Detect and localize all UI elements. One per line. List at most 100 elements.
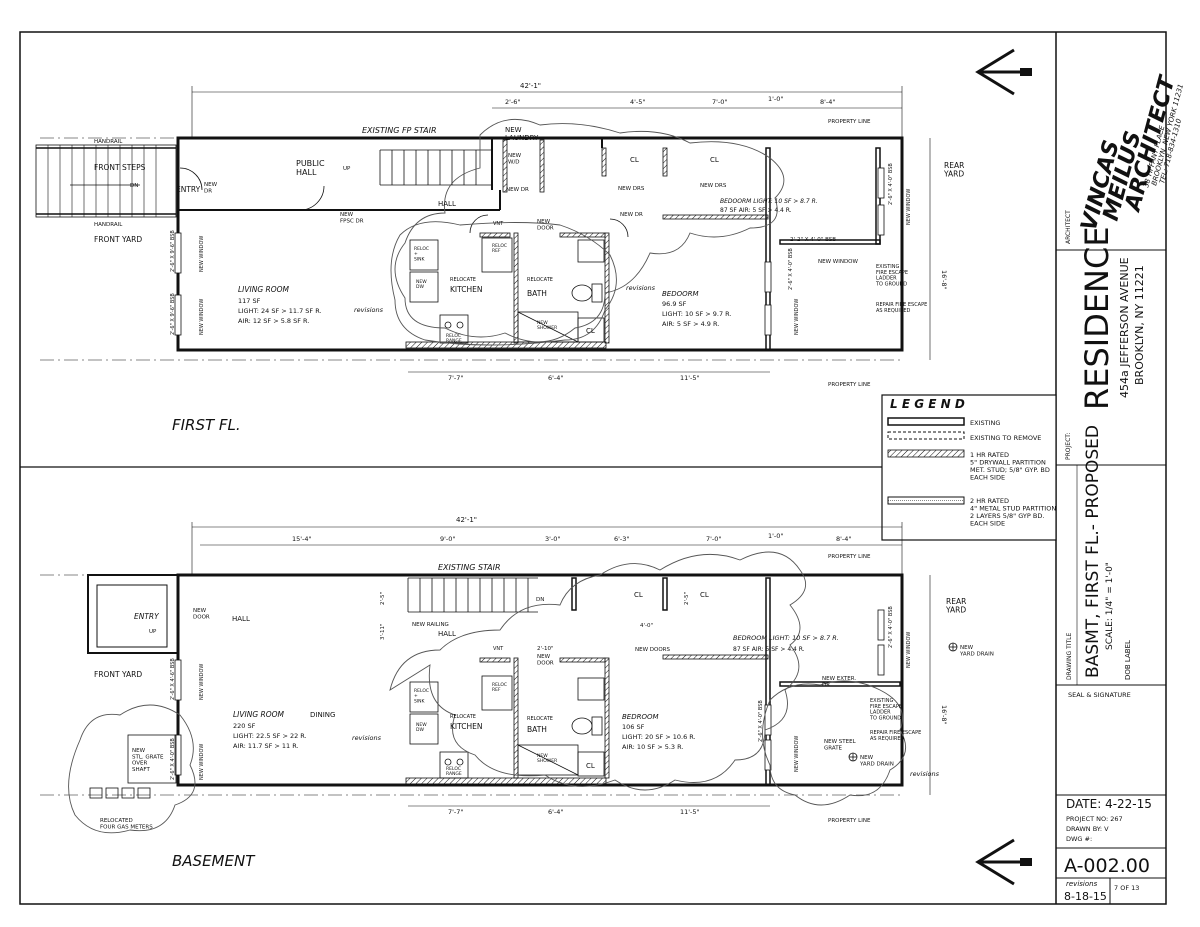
bm-relocate-bath: RELOCATE bbox=[527, 716, 553, 722]
bm-new-window-left-1: NEW WINDOW bbox=[199, 664, 205, 700]
ff-steps-dn: DN bbox=[130, 183, 138, 189]
bm-window-right-2: 2'-6" X 4'-0" BSB bbox=[888, 606, 894, 648]
ff-living-room-sf: 117 SF bbox=[238, 297, 261, 305]
sheet-number: A-002.00 bbox=[1064, 855, 1150, 877]
ff-handrail-bottom: HANDRAIL bbox=[94, 222, 123, 228]
project-address-1: 454a JEFFERSON AVENUE bbox=[1118, 257, 1131, 398]
bm-dim-g: 8'-4" bbox=[836, 535, 851, 543]
ff-closet-1: CL bbox=[630, 156, 639, 164]
ff-new-dr3: NEW DR bbox=[620, 212, 643, 218]
bm-living-room-air: AIR: 11.7 SF > 11 R. bbox=[233, 742, 299, 750]
ff-bdim-b: 6'-4" bbox=[548, 374, 563, 382]
bm-bedroom: BEDROOM bbox=[622, 713, 659, 721]
ff-bedroom-top-2: 87 SF AIR: 5 SF > 4.4 R. bbox=[720, 207, 792, 214]
north-arrow-icon bbox=[975, 838, 1032, 886]
bm-bedroom-light: LIGHT: 20 SF > 10.6 R. bbox=[622, 733, 696, 741]
ff-revisions-1: revisions bbox=[354, 306, 384, 314]
ff-bdim-c: 11'-5" bbox=[680, 374, 700, 382]
bm-revisions-2: revisions bbox=[910, 770, 940, 778]
bm-hall-2: HALL bbox=[232, 615, 250, 623]
ff-window-left-2: 2'-6" X 9'-6" BSB bbox=[170, 293, 176, 335]
ff-new-window-left-2: NEW WINDOW bbox=[199, 299, 205, 335]
ff-bedroom-sf: 96.9 SF bbox=[662, 300, 687, 308]
legend-item-existing: EXISTING bbox=[970, 419, 1000, 427]
bm-new-railing: NEW RAILING bbox=[412, 622, 449, 628]
bm-kitchen: KITCHEN bbox=[450, 722, 483, 731]
project-name: RESIDENCE bbox=[1078, 226, 1116, 410]
legend-title: L E G E N D bbox=[890, 397, 965, 411]
ff-living-room: LIVING ROOM bbox=[238, 285, 290, 294]
bm-bedroom-air: AIR: 10 SF > 5.3 R. bbox=[622, 743, 683, 751]
ff-new-window: NEW WINDOW bbox=[818, 259, 859, 265]
bm-bdim-b: 6'-4" bbox=[548, 808, 563, 816]
ff-plan-title: FIRST FL. bbox=[172, 416, 241, 434]
ff-bedroom-air: AIR: 5 SF > 4.9 R. bbox=[662, 320, 719, 328]
ff-new-window-right-1: NEW WINDOW bbox=[794, 299, 800, 335]
bm-up: UP bbox=[149, 629, 157, 635]
bm-overall-dim: 42'-1" bbox=[456, 516, 477, 524]
drawing-scale: SCALE: 1/4" = 1'-0" bbox=[1105, 562, 1115, 650]
bm-bedroom-top-2: 87 SF AIR: 5 SF > 4.4 R. bbox=[733, 646, 805, 653]
project-caption: PROJECT: bbox=[1065, 433, 1072, 460]
bm-dining: DINING bbox=[310, 711, 335, 719]
ff-relocate-kitchen: RELOCATE bbox=[450, 277, 476, 283]
bm-reloc-sink: RELOC+SINK bbox=[414, 688, 429, 704]
seal-signature-label: SEAL & SIGNATURE bbox=[1068, 691, 1131, 699]
dob-label: DOB LABEL bbox=[1124, 640, 1132, 680]
ff-closet-2: CL bbox=[710, 156, 719, 164]
bm-dim-3-11: 3'-11" bbox=[380, 623, 386, 640]
ff-existing-fp-stair: EXISTING FP STAIR bbox=[362, 126, 437, 135]
ff-up: UP bbox=[343, 166, 351, 172]
bm-property-line-top: PROPERTY LINE bbox=[828, 554, 871, 560]
bm-new-window-right-2: NEW WINDOW bbox=[906, 632, 912, 668]
project-address-2: BROOKLYN, NY 11221 bbox=[1133, 265, 1146, 385]
ff-new-window-bsb: 2'-2" X 4'-0" BSB bbox=[790, 237, 836, 243]
ff-entry: ENTRY bbox=[176, 185, 201, 194]
ff-window-left-1: 2'-6" X 9'-6" BSB bbox=[170, 230, 176, 272]
bm-side-dim: 16'-8" bbox=[940, 705, 948, 725]
ff-new-drs-1: NEW DRS bbox=[618, 186, 645, 192]
revision-date: 8-18-15 bbox=[1064, 890, 1107, 903]
bm-plan-title: BASEMENT bbox=[172, 852, 256, 870]
bm-dim-2-5b: 2'-5" bbox=[684, 592, 690, 605]
bm-closet-2: CL bbox=[700, 591, 709, 599]
ff-vent: VNT bbox=[493, 221, 504, 227]
ff-front-yard: FRONT YARD bbox=[94, 235, 142, 244]
dwg-number-label: DWG #: bbox=[1066, 835, 1092, 843]
legend-swatch-1hr bbox=[887, 449, 965, 458]
ff-reloc-sink: RELOC+SINK bbox=[414, 246, 429, 262]
ff-bedroom: BEDOORM bbox=[662, 290, 699, 298]
bm-dim-2-10: 2'-10" bbox=[537, 646, 554, 652]
ff-closet-3: CL bbox=[586, 327, 595, 335]
bm-living-room-sf: 220 SF bbox=[233, 722, 256, 730]
bm-bedroom-top: BEDROOM LIGHT: 10 SF > 8.7 R. bbox=[733, 634, 839, 642]
bm-hall: HALL bbox=[438, 630, 456, 638]
bm-dim-d: 6'-3" bbox=[614, 535, 629, 543]
revision-cloud bbox=[394, 118, 785, 343]
ff-property-line-bottom: PROPERTY LINE bbox=[828, 382, 871, 388]
bm-dim-c: 3'-0" bbox=[545, 535, 560, 543]
ff-window-right-1: 2'-6" X 4'-0" BSB bbox=[788, 248, 794, 290]
ff-living-room-air: AIR: 12 SF > 5.8 SF R. bbox=[238, 317, 309, 325]
revision-cloud bbox=[68, 704, 196, 834]
bm-living-room-light: LIGHT: 22.5 SF > 22 R. bbox=[233, 732, 307, 740]
ff-new-window-left-1: NEW WINDOW bbox=[199, 236, 205, 272]
project-number: PROJECT NO: 267 bbox=[1066, 815, 1123, 823]
bm-new-exterior-door: NEW EXTER.DR bbox=[822, 676, 856, 688]
bm-bdim-c: 11'-5" bbox=[680, 808, 700, 816]
